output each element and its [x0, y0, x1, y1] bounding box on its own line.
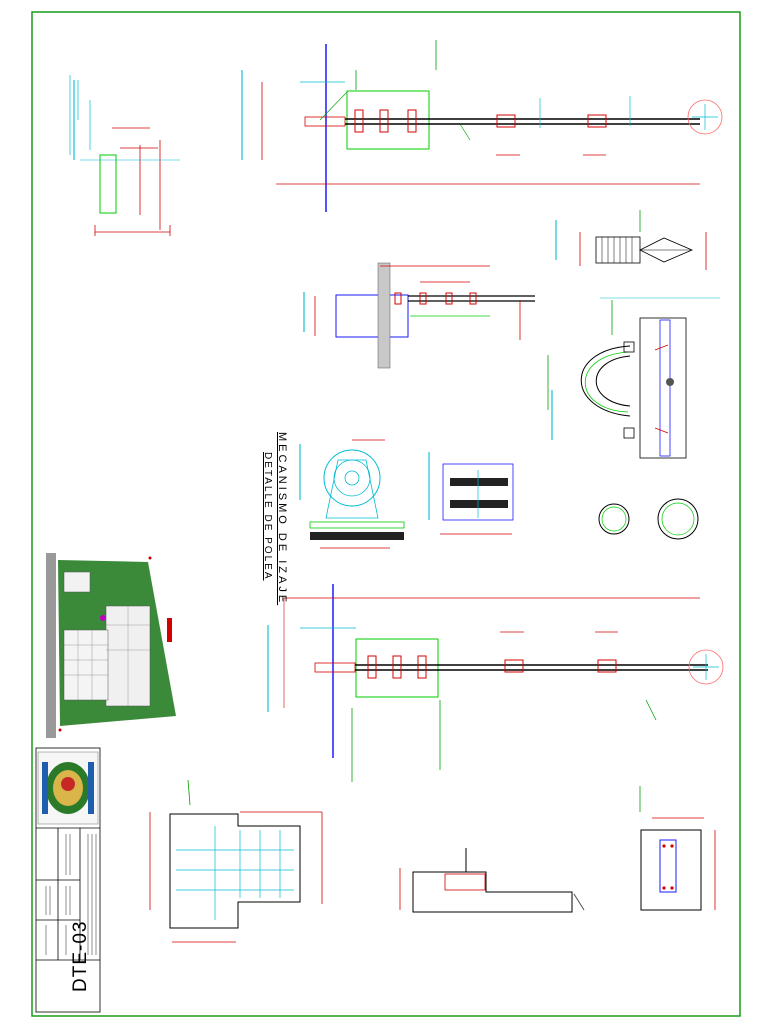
pulley-side-view [309, 439, 405, 549]
wall-section-right [640, 817, 716, 911]
cyan-dimension-marks [73, 70, 557, 712]
shaft-elevation-top [261, 44, 723, 212]
pulley-shaft-detail [314, 262, 535, 369]
pulley-front-view [440, 463, 514, 535]
cable-terminal-detail [579, 232, 707, 270]
detail-small-column [69, 75, 180, 236]
sheet-border [31, 11, 741, 1017]
detail-title-pulley: DETALLE DE POLEA [262, 452, 273, 581]
shaft-elevation-bottom [283, 584, 724, 758]
detail-title-hoist-mechanism: MECANISMO DE IZAJE [276, 432, 288, 606]
wall-section-middle [399, 848, 585, 913]
sheave-sections [598, 498, 699, 540]
municipal-logo [37, 751, 99, 825]
cable-clamp-section [580, 297, 720, 459]
title-block-lines [45, 834, 97, 955]
site-location-plan [46, 553, 176, 738]
sheet-code: DTE-03 [70, 920, 91, 992]
title-block [35, 747, 101, 1013]
annotation-leaders [187, 40, 657, 812]
wall-section-left [149, 811, 323, 943]
